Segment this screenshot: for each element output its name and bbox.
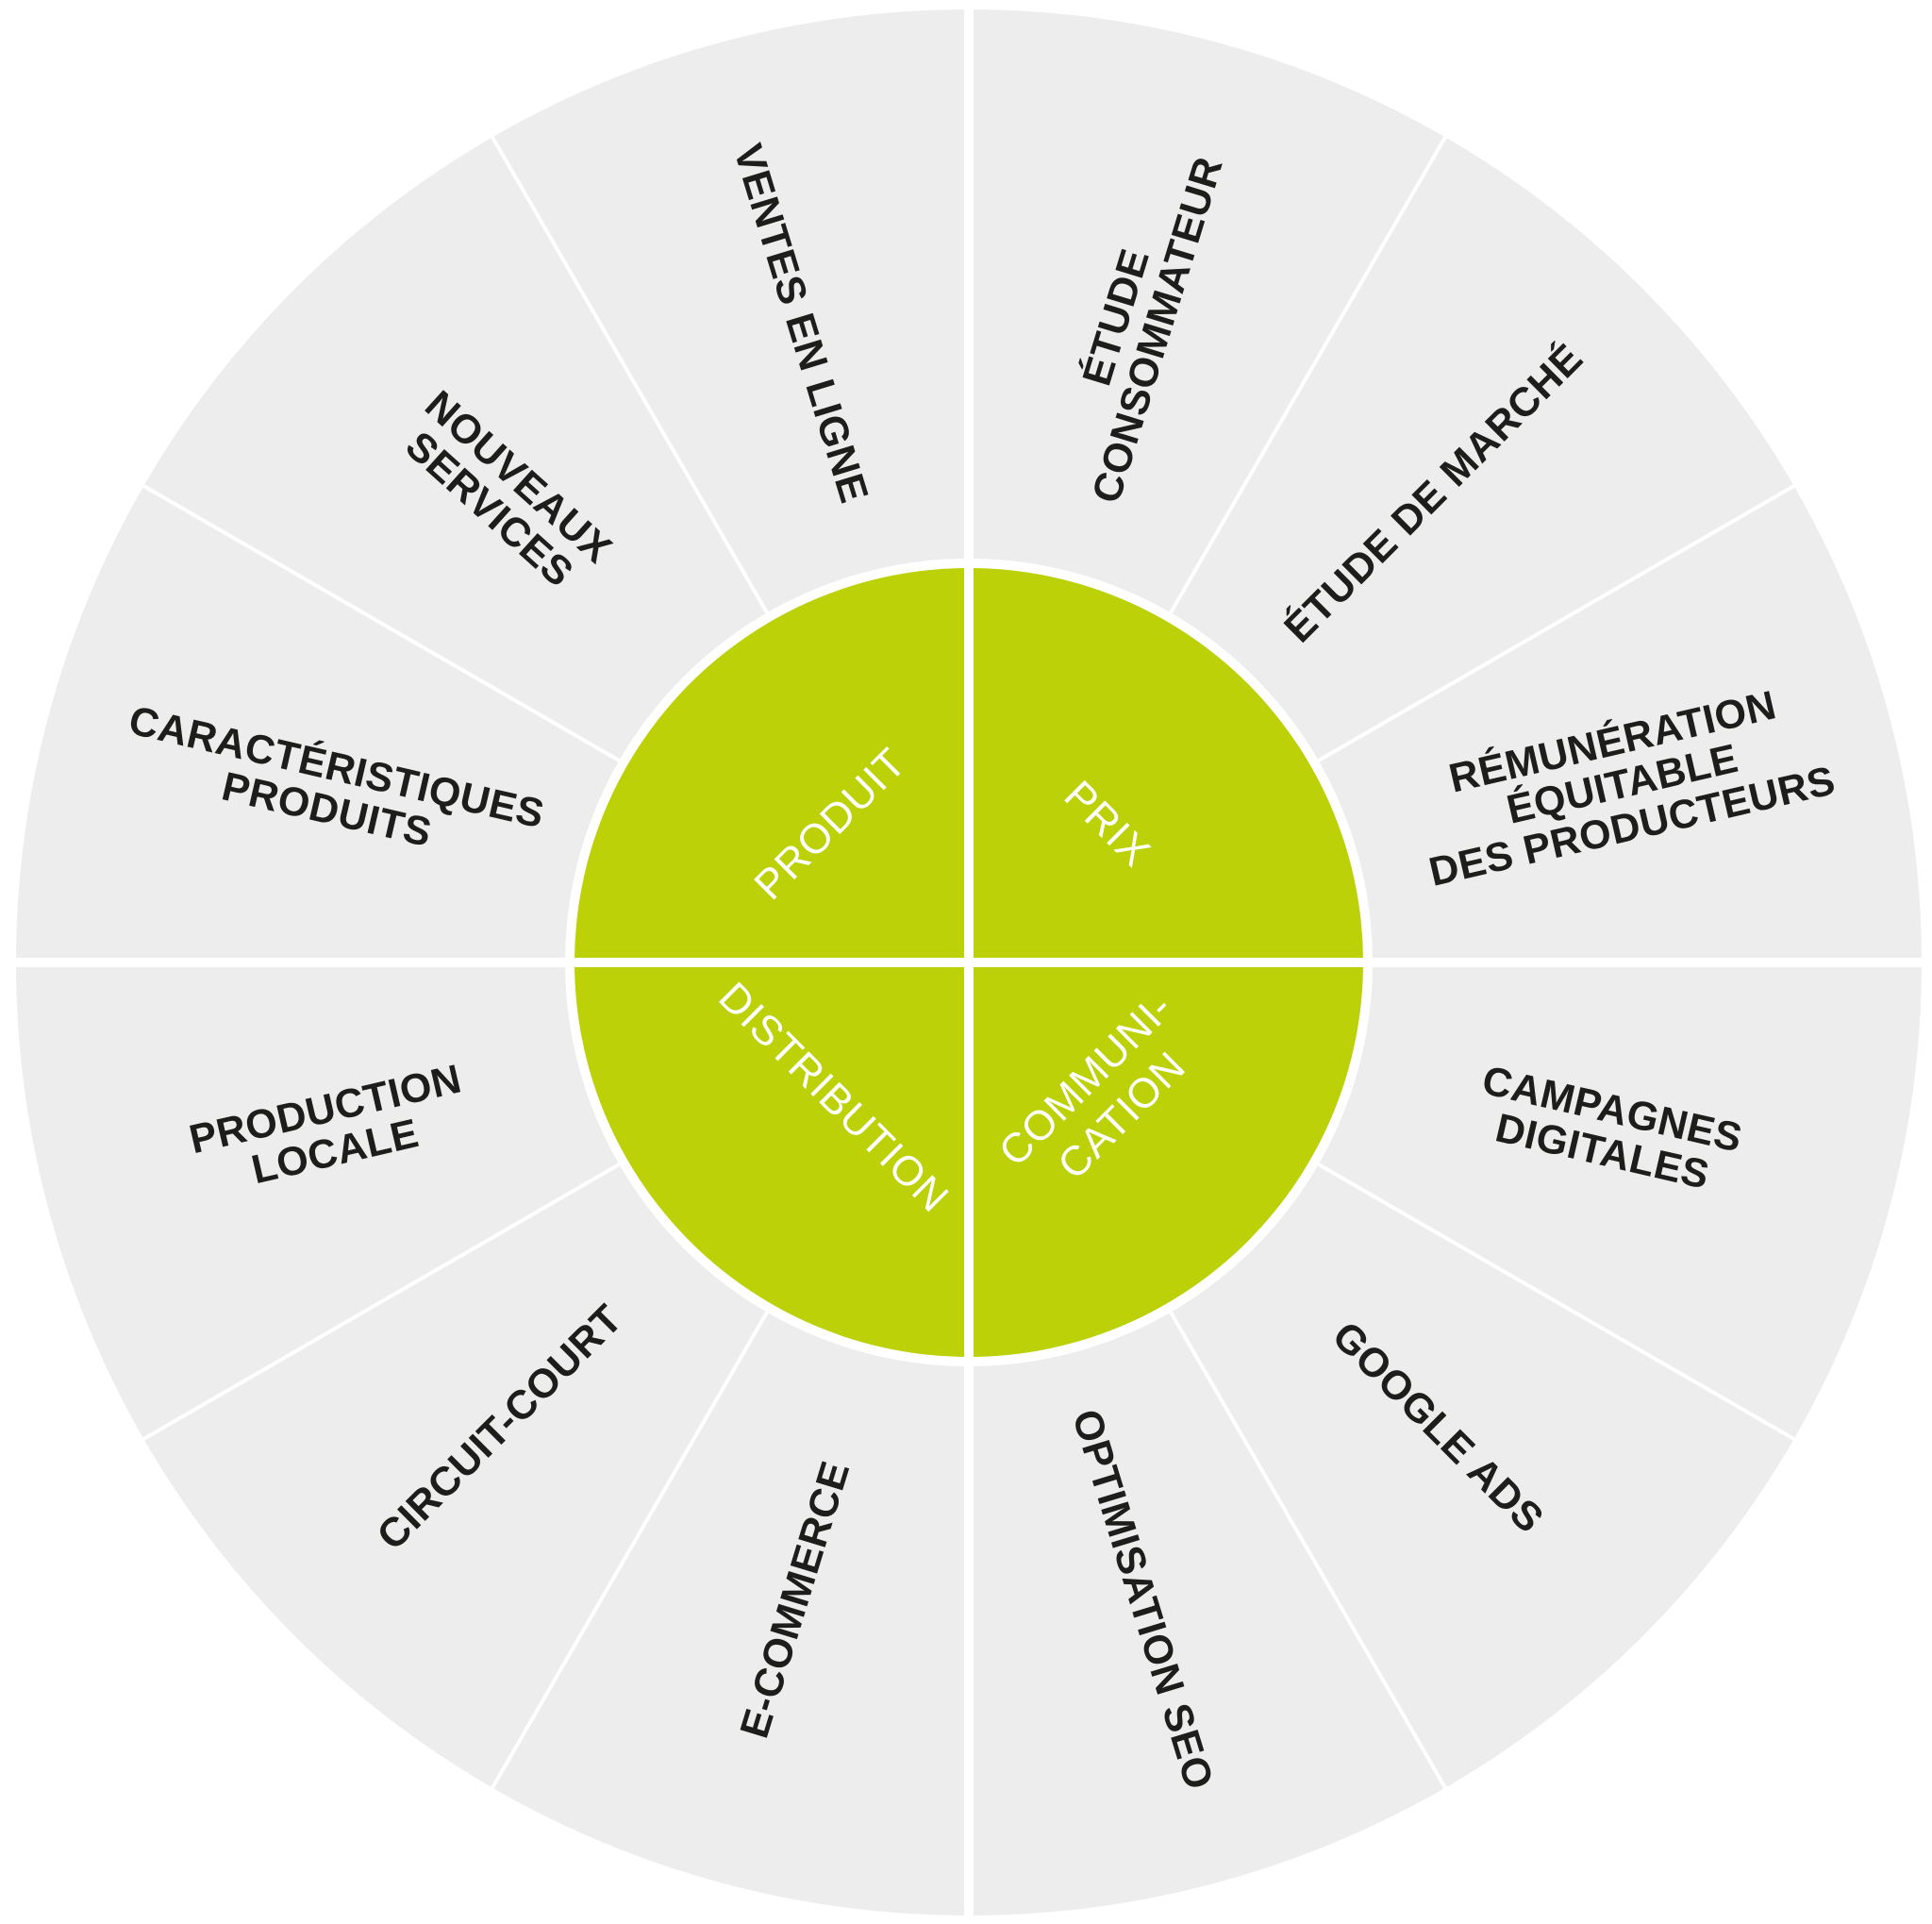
segment-divider: [1305, 1155, 1799, 1443]
segment-divider: [489, 1298, 776, 1793]
segment-divider: [139, 482, 633, 770]
segment-divider: [1161, 132, 1449, 627]
segment-divider: [139, 1155, 633, 1443]
segment-divider: [489, 132, 776, 627]
segment-divider: [1161, 1298, 1449, 1793]
segment-divider: [1305, 482, 1799, 770]
